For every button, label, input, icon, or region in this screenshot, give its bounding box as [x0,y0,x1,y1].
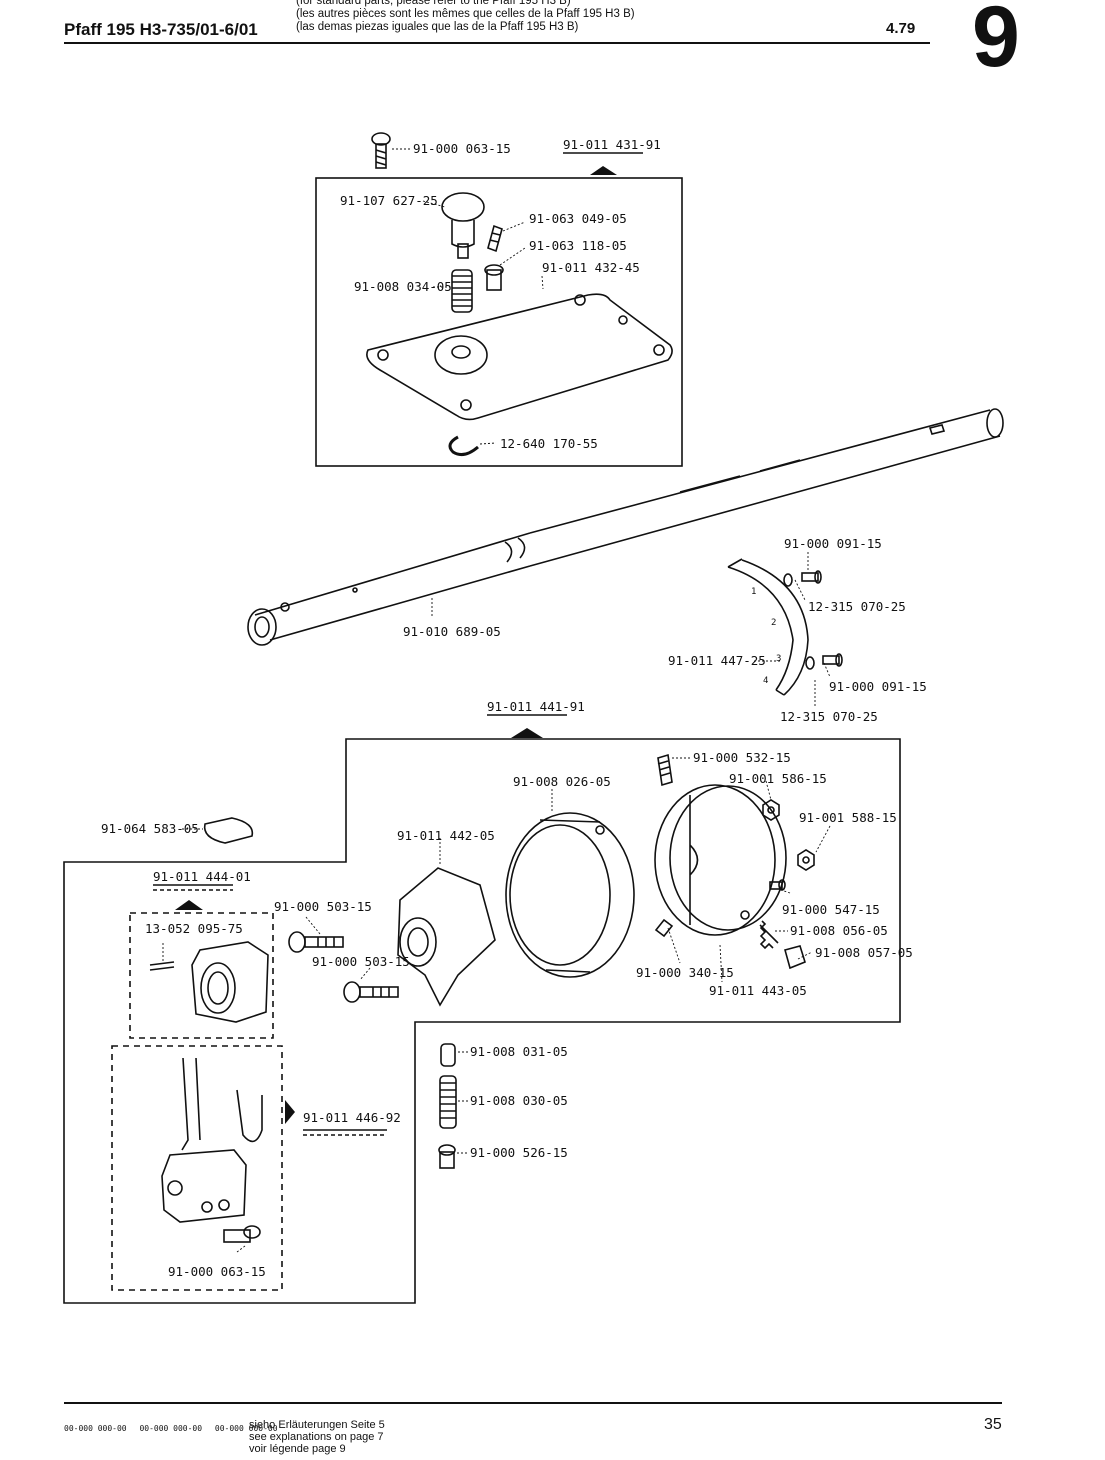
scale-mark: 3 [776,654,781,664]
footer-references: sieho Erläuterungen Seite 5 see explanat… [249,1419,385,1455]
part-label: 91-000 526-15 [470,1145,568,1160]
part-label: 91-001 588-15 [799,810,897,825]
header-note-fr: (les autres pièces sont les mêmes que ce… [296,8,635,20]
spring-icon [439,1075,457,1129]
washer-icon [805,656,815,670]
part-label: 91-008 026-05 [513,774,611,789]
part-label: 91-064 583-05 [101,821,199,836]
page-title: Pfaff 195 H3-735/01-6/01 [64,20,258,39]
part-label: 91-011 442-05 [397,828,495,843]
footer-code: 00-000 000-00 [64,1424,127,1433]
footer-rule [64,1402,1002,1404]
part-label: 91-001 586-15 [729,771,827,786]
spring-icon [451,269,473,313]
fork-icon [161,1057,263,1223]
edition-date: 4.79 [886,20,916,37]
hub-icon [397,867,496,1007]
washer-icon [783,573,793,587]
part-label: 12-315 070-25 [808,599,906,614]
spring-icon [759,920,779,950]
scale-mark: 1 [751,587,756,597]
part-label: 91-107 627-25 [340,193,438,208]
sleeve-icon [484,264,504,291]
nut-icon [762,799,780,821]
cam-icon [654,784,787,936]
screw-icon [822,653,843,667]
set-screw-icon [657,753,673,787]
frame-middle-assembly [63,738,901,1304]
collar-icon [191,941,269,1023]
part-label: 91-008 030-05 [470,1093,568,1108]
part-label: 91-008 056-05 [790,923,888,938]
clip-icon [487,224,503,253]
part-label: 91-011 432-45 [542,260,640,275]
header-note-es: (las demas piezas iguales que las de la … [296,21,579,33]
part-label: 12-315 070-25 [780,709,878,724]
part-label: 91-008 057-05 [815,945,913,960]
assembly-number-top: 91-011 431-91 [563,137,661,152]
exploded-parts-diagram: 91-011 431-91 91-011 441-91 91-011 444-0… [63,132,1004,1304]
header-note-en: (for standard parts, please refer to the… [296,0,571,7]
screw-icon [343,981,399,1003]
part-label: 13-052 095-75 [145,921,243,936]
page-number: 35 [984,1416,1002,1433]
footer-ref-fr: voir légende page 9 [249,1443,346,1455]
part-label: 91-011 447-25 [668,653,766,668]
screw-icon [223,1225,261,1243]
header-notes: (for standard parts, please refer to the… [296,0,635,34]
part-label: 91-011 443-05 [709,983,807,998]
scale-icon [727,558,809,696]
bolt-icon [441,192,485,259]
screw-icon [288,931,344,953]
assembly-number-middle: 91-011 441-91 [487,699,585,714]
key-icon [203,817,254,844]
frame-fork-assembly [111,1045,283,1291]
shaft-icon [247,408,1004,646]
screw-icon [801,570,822,584]
part-label: 91-008 031-05 [470,1044,568,1059]
pin-icon [440,1043,456,1067]
part-label: 91-063 049-05 [529,211,627,226]
scale-mark: 4 [763,676,768,686]
pin-icon [149,961,175,971]
assembly-arrow-small [175,900,203,910]
part-label: 91-000 503-15 [274,899,372,914]
assembly-arrow-middle [511,728,543,738]
assembly-arrow-fork [285,1100,295,1124]
part-label: 91-010 689-05 [403,624,501,639]
section-number: 9 [972,0,1020,85]
footer-code: 00-000 000-00 [139,1424,203,1433]
part-label: 91-000 063-15 [413,141,511,156]
part-label: 91-000 503-15 [312,954,410,969]
assembly-number-fork: 91-011 446-92 [303,1110,401,1125]
screw-icon [438,1144,456,1169]
pointed-piece-icon [784,945,806,970]
part-label: 91-000 063-15 [168,1264,266,1279]
footer-ref-de: sieho Erläuterungen Seite 5 [249,1419,385,1431]
screw-icon [654,918,674,938]
part-label: 91-000 532-15 [693,750,791,765]
footer-codes: 00-000 000-00 00-000 000-00 00-000 000-0… [64,1424,286,1433]
frame-small-assembly [129,912,274,1039]
part-label: 91-000 547-15 [782,902,880,917]
screw-icon [371,132,391,169]
assembly-number-small: 91-011 444-01 [153,869,251,884]
part-label: 91-008 034-05 [354,279,452,294]
part-label: 91-063 118-05 [529,238,627,253]
retaining-ring-icon [448,435,479,457]
plate-icon [366,293,673,421]
footer-code: 00-000 000-00 [214,1424,278,1433]
ring-housing-icon [505,812,635,978]
frame-top-assembly [315,177,683,467]
part-label: 12-640 170-55 [500,436,598,451]
footer-ref-en: see explanations on page 7 [249,1431,384,1443]
header-rule [64,42,930,44]
scale-mark: 2 [771,618,776,628]
nut-icon [797,849,815,871]
assembly-arrow-top [590,166,617,175]
part-label: 91-000 091-15 [829,679,927,694]
part-label: 91-000 340-15 [636,965,734,980]
part-label: 91-000 091-15 [784,536,882,551]
